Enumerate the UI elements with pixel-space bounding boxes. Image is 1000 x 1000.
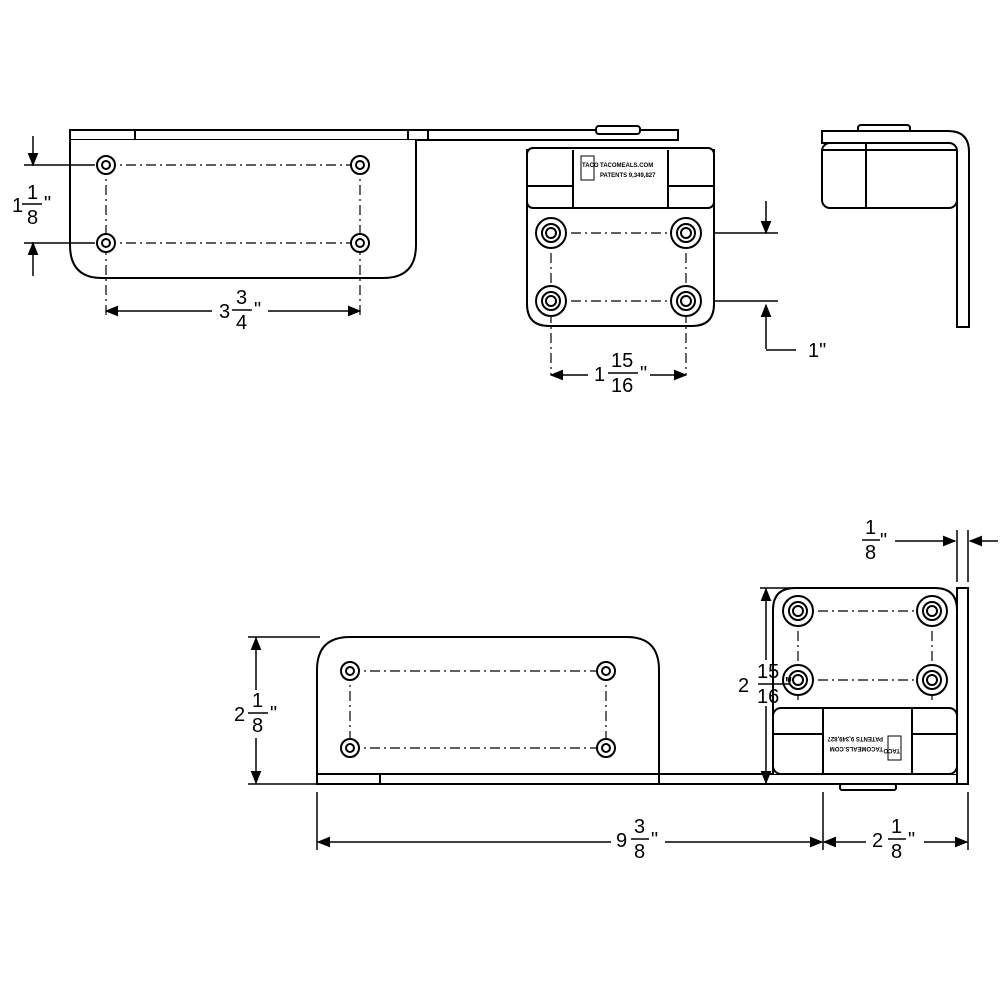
dim-whole: 9 bbox=[616, 830, 627, 852]
dim-denominator: 8 bbox=[865, 542, 876, 564]
mounting-hole bbox=[350, 233, 370, 253]
mounting-hole bbox=[535, 285, 567, 317]
mounting-hole bbox=[96, 233, 116, 253]
mounting-hole bbox=[340, 661, 360, 681]
dim-numerator: 1 bbox=[865, 517, 876, 539]
dim-denominator: 8 bbox=[634, 841, 645, 863]
mounting-hole bbox=[782, 595, 814, 627]
dim-denominator: 8 bbox=[27, 207, 38, 229]
taco-logo bbox=[887, 735, 902, 761]
dim-denominator: 8 bbox=[252, 715, 263, 737]
dim-whole: 2 bbox=[872, 830, 883, 852]
mounting-hole bbox=[96, 155, 116, 175]
dimension-hole-spacing-height: 1 1 8 " bbox=[12, 136, 95, 276]
dim-denominator: 16 bbox=[611, 375, 633, 397]
dim-unit: " bbox=[254, 299, 261, 321]
dimension-hole-spacing-width: 3 3 4 " bbox=[104, 287, 362, 334]
dim-unit: " bbox=[44, 193, 51, 215]
assembly-side-view bbox=[316, 587, 969, 791]
dimension-strike-height: 2 1 8 " bbox=[234, 636, 320, 785]
side-housing bbox=[821, 142, 958, 209]
mounting-hole bbox=[596, 661, 616, 681]
dim-whole: 3 bbox=[219, 301, 230, 323]
dim-whole: 2 bbox=[738, 675, 749, 697]
receiver-front-view bbox=[526, 125, 715, 375]
mounting-hole bbox=[670, 285, 702, 317]
taco-logo bbox=[580, 155, 595, 181]
mounting-hole bbox=[916, 595, 948, 627]
dim-label: 1" bbox=[808, 340, 826, 362]
dim-unit: " bbox=[270, 703, 277, 725]
mounting-hole bbox=[596, 738, 616, 758]
svg-text:TACOMEALS.COM: TACOMEALS.COM bbox=[600, 163, 653, 169]
receiver-side-view bbox=[821, 124, 970, 328]
svg-text:PATENTS 9,349,827: PATENTS 9,349,827 bbox=[827, 735, 883, 741]
mounting-hole bbox=[350, 155, 370, 175]
dim-unit: " bbox=[908, 829, 915, 851]
dim-whole: 1 bbox=[12, 195, 23, 217]
dimension-overall-length: 9 3 8 " bbox=[316, 792, 824, 863]
base-bar bbox=[316, 773, 958, 785]
dim-numerator: 3 bbox=[634, 816, 645, 838]
mounting-hole bbox=[782, 664, 814, 696]
dim-whole: 2 bbox=[234, 704, 245, 726]
svg-text:PATENTS 9,349,827: PATENTS 9,349,827 bbox=[600, 173, 656, 179]
dim-denominator: 16 bbox=[757, 686, 779, 708]
stamp-marking: TACO TACOMEALS.COM PATENTS 9,349,827 bbox=[580, 155, 656, 181]
dim-numerator: 15 bbox=[611, 350, 633, 372]
strike-plate-top-view bbox=[69, 129, 679, 315]
dimension-receiver-depth: 2 1 8 " bbox=[822, 792, 969, 863]
dim-unit: " bbox=[880, 530, 887, 552]
dimension-receiver-hole-width: 1 15 16 " bbox=[549, 350, 688, 397]
dim-numerator: 3 bbox=[236, 287, 247, 309]
dimension-plate-thickness: 1 8 " bbox=[862, 517, 998, 582]
dim-whole: 1 bbox=[594, 364, 605, 386]
mounting-hole bbox=[535, 217, 567, 249]
dim-numerator: 1 bbox=[252, 690, 263, 712]
receiver-backplate bbox=[956, 587, 969, 785]
dim-denominator: 4 bbox=[236, 312, 247, 334]
dim-unit: " bbox=[640, 363, 647, 385]
mounting-hole bbox=[916, 664, 948, 696]
dim-numerator: 15 bbox=[757, 661, 779, 683]
dimension-receiver-hole-offset: 1" bbox=[714, 201, 826, 362]
svg-text:TACOMEALS.COM: TACOMEALS.COM bbox=[830, 745, 883, 751]
dim-denominator: 8 bbox=[891, 841, 902, 863]
dim-numerator: 1 bbox=[891, 816, 902, 838]
dim-unit: " bbox=[785, 674, 792, 696]
svg-text:TACO: TACO bbox=[883, 747, 900, 753]
mounting-hole bbox=[670, 217, 702, 249]
plate-bar bbox=[69, 129, 679, 141]
stamp-marking-mirrored: TACO TACOMEALS.COM PATENTS 9,349,827 bbox=[827, 735, 902, 761]
dim-numerator: 1 bbox=[27, 182, 38, 204]
dimension-receiver-height: 2 15 16 " bbox=[738, 587, 800, 785]
svg-text:TACO: TACO bbox=[582, 163, 599, 169]
mounting-hole bbox=[340, 738, 360, 758]
dim-unit: " bbox=[651, 829, 658, 851]
